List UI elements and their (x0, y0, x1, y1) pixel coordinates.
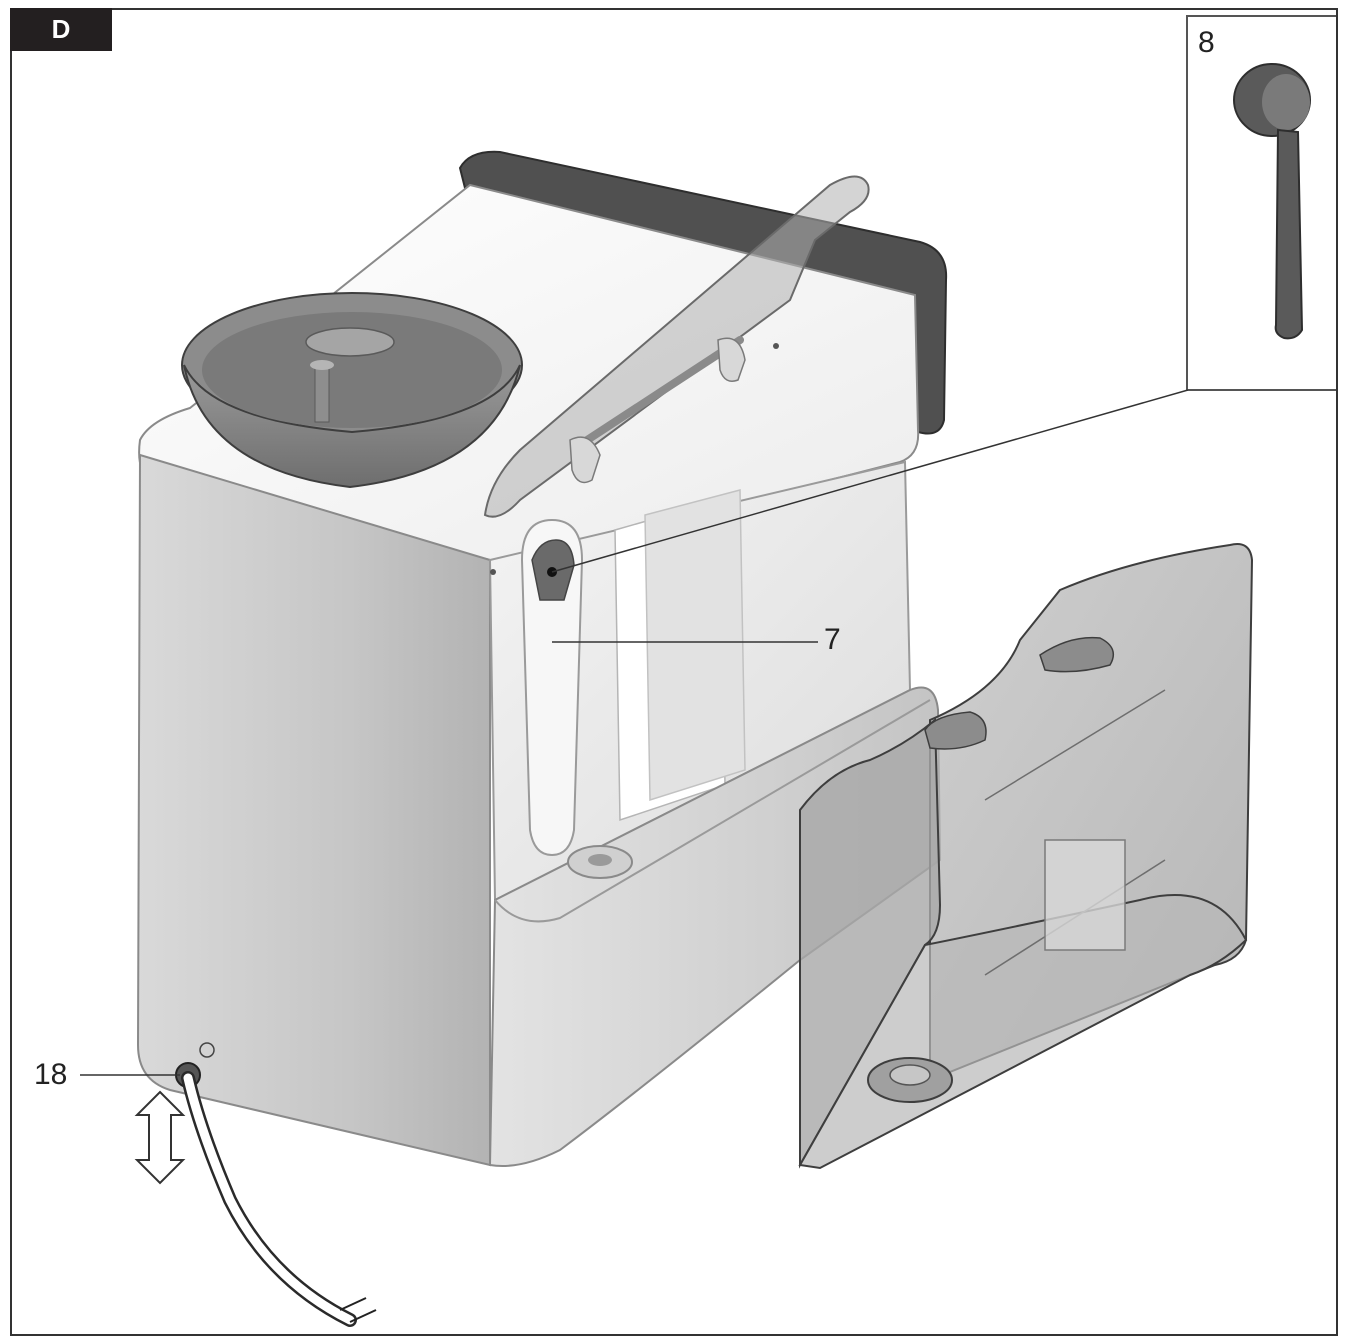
water-tank-front (799, 717, 942, 1169)
up-down-arrow-icon (134, 1090, 186, 1185)
section-label: D (51, 14, 71, 44)
transparent-lid (483, 175, 870, 518)
callout-18: 18 (34, 1058, 68, 1091)
left-side (136, 453, 491, 1167)
leader-line-8 (551, 389, 1189, 573)
figure-frame (10, 8, 1338, 1336)
info-icon (199, 1042, 215, 1058)
section-label-tab: D (10, 8, 112, 51)
callout-7: 7 (824, 623, 841, 656)
bean-container-bowl (183, 364, 521, 489)
callout-8: 8 (1198, 26, 1215, 59)
spoon-holder-slot (520, 518, 584, 857)
measuring-spoon-icon (1233, 63, 1311, 340)
